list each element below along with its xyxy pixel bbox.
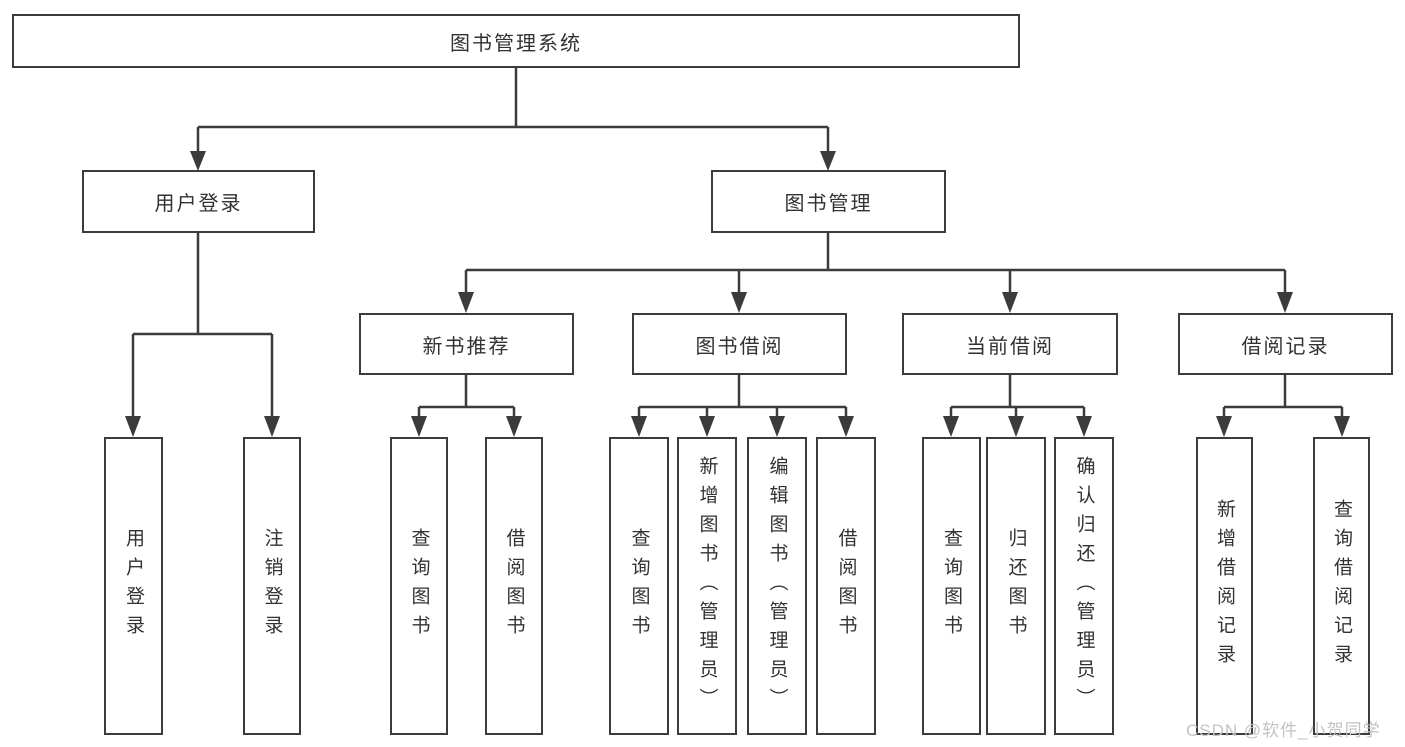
leaf-cb-query-books: 查询图书: [922, 437, 981, 735]
leaf-nb-query-books: 查询图书: [390, 437, 448, 735]
node-new-book-recommend: 新书推荐: [359, 313, 574, 375]
leaf-cb-return-books: 归还图书: [986, 437, 1046, 735]
leaf-logout: 注销登录: [243, 437, 301, 735]
leaf-cb-confirm-return-admin: 确认归还（管理员）: [1054, 437, 1114, 735]
leaf-nb-borrow-books: 借阅图书: [485, 437, 543, 735]
csdn-watermark: CSDN @软件_小贺同学: [1186, 721, 1381, 740]
leaf-bb-edit-books-admin: 编辑图书（管理员）: [747, 437, 807, 735]
node-borrow-records: 借阅记录: [1178, 313, 1393, 375]
leaf-br-add-record: 新增借阅记录: [1196, 437, 1253, 735]
leaf-bb-add-books-admin: 新增图书（管理员）: [677, 437, 737, 735]
node-login-section: 用户登录: [82, 170, 315, 233]
leaf-user-login: 用户登录: [104, 437, 163, 735]
leaf-br-query-record: 查询借阅记录: [1313, 437, 1370, 735]
leaf-bb-borrow-books: 借阅图书: [816, 437, 876, 735]
leaf-bb-query-books: 查询图书: [609, 437, 669, 735]
node-current-borrowing: 当前借阅: [902, 313, 1118, 375]
arrow-down-icons: [125, 151, 1350, 437]
node-book-management: 图书管理: [711, 170, 946, 233]
node-book-borrowing: 图书借阅: [632, 313, 847, 375]
node-root-title: 图书管理系统: [12, 14, 1020, 68]
